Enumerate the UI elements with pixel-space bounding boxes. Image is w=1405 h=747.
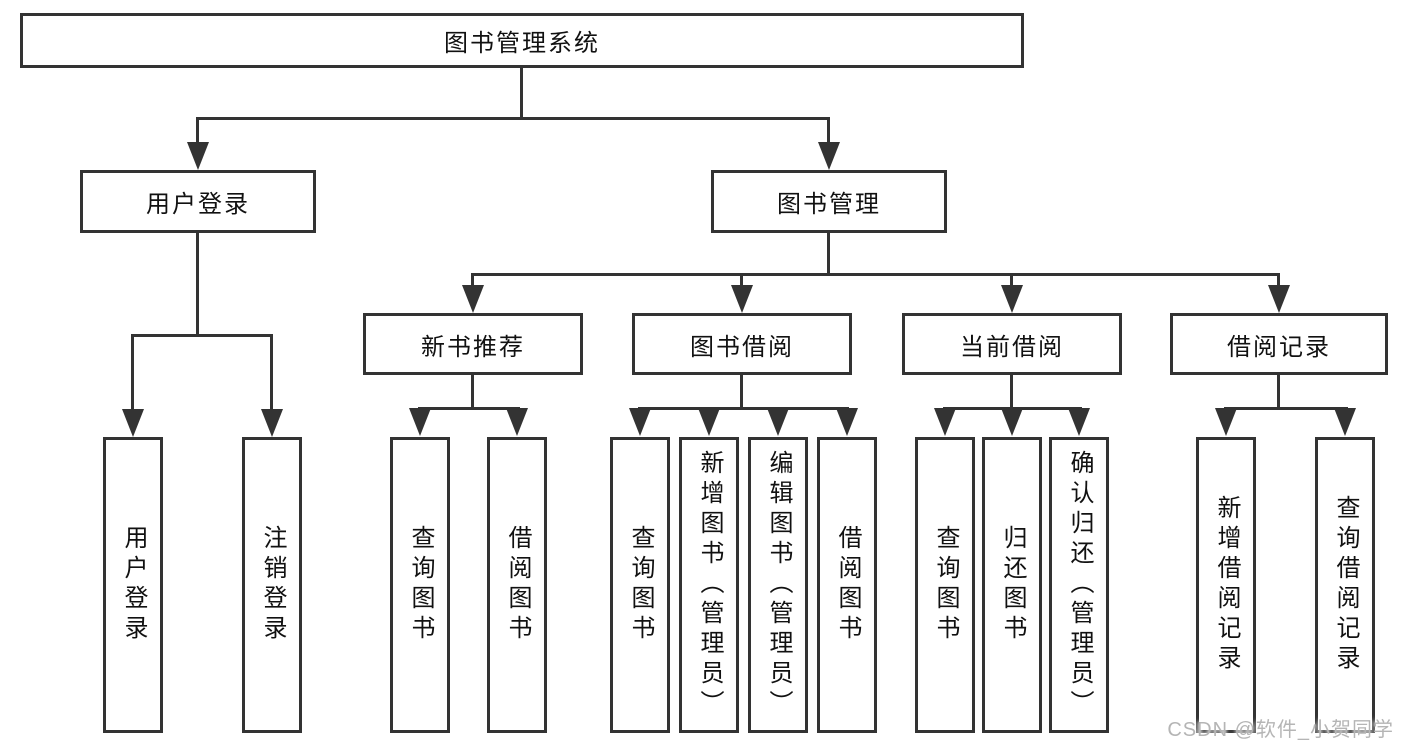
node-borrow-records: 借阅记录 (1170, 313, 1388, 375)
leaf-query-books-recommend: 查询图书 (390, 437, 450, 733)
leaf-label: 借阅图书 (504, 525, 531, 645)
leaf-label: 查询图书 (627, 525, 654, 645)
arrow-down-icon (698, 408, 720, 436)
connector-line (471, 375, 474, 410)
arrow-down-icon (1068, 408, 1090, 436)
leaf-query-books-current: 查询图书 (915, 437, 975, 733)
leaf-confirm-return-admin: 确认归还（管理员） (1049, 437, 1109, 733)
leaf-label: 查询借阅记录 (1332, 495, 1359, 675)
node-user-login: 用户登录 (80, 170, 316, 233)
connector-line (638, 407, 849, 410)
connector-line (196, 117, 199, 144)
arrow-down-icon (731, 285, 753, 313)
leaf-label: 归还图书 (999, 525, 1026, 645)
arrow-down-icon (1334, 408, 1356, 436)
node-book-management: 图书管理 (711, 170, 947, 233)
connector-line (740, 375, 743, 410)
connector-line (131, 334, 273, 337)
node-label: 图书管理系统 (444, 30, 600, 57)
connector-line (270, 334, 273, 411)
leaf-logout-login: 注销登录 (242, 437, 302, 733)
arrow-down-icon (261, 409, 283, 437)
leaf-label: 用户登录 (120, 525, 147, 645)
arrow-down-icon (934, 408, 956, 436)
arrow-down-icon (506, 408, 528, 436)
node-label: 新书推荐 (421, 333, 525, 361)
leaf-add-borrow-record: 新增借阅记录 (1196, 437, 1256, 733)
node-current-borrow: 当前借阅 (902, 313, 1122, 375)
connector-line (1277, 273, 1280, 289)
leaf-label: 确认归还（管理员） (1066, 450, 1093, 720)
arrow-down-icon (836, 408, 858, 436)
connector-line (196, 117, 830, 120)
leaf-add-books-admin: 新增图书（管理员） (679, 437, 739, 733)
node-label: 用户登录 (146, 191, 250, 218)
node-label: 借阅记录 (1227, 333, 1331, 361)
connector-line (827, 233, 830, 275)
leaf-label: 借阅图书 (834, 525, 861, 645)
leaf-borrow-books: 借阅图书 (817, 437, 877, 733)
connector-line (418, 407, 520, 410)
leaf-return-books: 归还图书 (982, 437, 1042, 733)
connector-line (471, 273, 1280, 276)
arrow-down-icon (1215, 408, 1237, 436)
connector-line (1277, 375, 1280, 410)
arrow-down-icon (1001, 285, 1023, 313)
connector-line (520, 68, 523, 117)
leaf-label: 查询图书 (932, 525, 959, 645)
arrow-down-icon (462, 285, 484, 313)
leaf-query-books-borrow: 查询图书 (610, 437, 670, 733)
node-book-borrow: 图书借阅 (632, 313, 852, 375)
node-new-book-recommend: 新书推荐 (363, 313, 583, 375)
arrow-down-icon (122, 409, 144, 437)
leaf-label: 新增图书（管理员） (696, 450, 723, 720)
leaf-edit-books-admin: 编辑图书（管理员） (748, 437, 808, 733)
arrow-down-icon (187, 142, 209, 170)
connector-line (471, 273, 474, 289)
connector-line (1010, 273, 1013, 289)
connector-line (1224, 407, 1348, 410)
leaf-user-login: 用户登录 (103, 437, 163, 733)
connector-line (740, 273, 743, 289)
arrow-down-icon (1001, 408, 1023, 436)
leaf-label: 查询图书 (407, 525, 434, 645)
node-label: 当前借阅 (960, 333, 1064, 361)
leaf-label: 注销登录 (259, 525, 286, 645)
arrow-down-icon (1268, 285, 1290, 313)
arrow-down-icon (629, 408, 651, 436)
connector-line (827, 117, 830, 144)
connector-line (1010, 375, 1013, 410)
connector-line (131, 334, 134, 411)
node-root-library-system: 图书管理系统 (20, 13, 1024, 68)
arrow-down-icon (409, 408, 431, 436)
arrow-down-icon (818, 142, 840, 170)
leaf-label: 新增借阅记录 (1213, 495, 1240, 675)
node-label: 图书管理 (777, 191, 881, 218)
leaf-query-borrow-record: 查询借阅记录 (1315, 437, 1375, 733)
node-label: 图书借阅 (690, 333, 794, 361)
csdn-watermark: CSDN @软件_小贺同学 (1167, 719, 1394, 741)
connector-line (196, 233, 199, 337)
arrow-down-icon (767, 408, 789, 436)
leaf-label: 编辑图书（管理员） (765, 450, 792, 720)
leaf-borrow-books-recommend: 借阅图书 (487, 437, 547, 733)
